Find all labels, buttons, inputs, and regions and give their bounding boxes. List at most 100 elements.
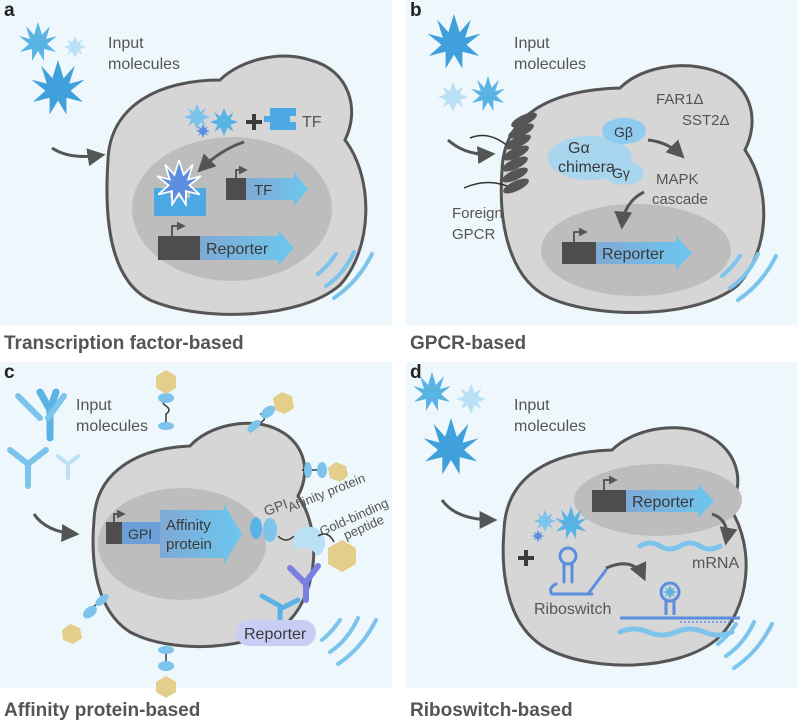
input-label-line2: molecules <box>108 56 180 73</box>
g-beta-subunit <box>602 118 646 144</box>
tf-bound-icon <box>154 188 206 216</box>
mrna-strand <box>637 540 723 552</box>
riboswitch-label: Riboswitch <box>534 601 611 618</box>
promoter-arrow <box>171 221 186 236</box>
panel-a: a Input molecules TF TF Reporter Transcr… <box>0 0 392 354</box>
panel-a-letter: a <box>4 0 15 21</box>
binding-arrow <box>605 561 647 582</box>
reporter-label: Reporter <box>206 241 269 258</box>
mapk-label-line1: MAPK <box>656 171 699 188</box>
gpi-anchor <box>263 518 277 542</box>
input-label-line1: Input <box>514 35 550 52</box>
reporter-label: Reporter <box>632 494 695 511</box>
reporter-pill <box>236 620 316 646</box>
g-alpha-label: Gα <box>568 140 590 157</box>
antibody-icon <box>15 388 67 442</box>
antibody-icon <box>56 454 80 480</box>
signal-wave-icon <box>716 622 738 646</box>
input-arrow <box>32 513 80 543</box>
plus-icon <box>518 550 534 566</box>
reporter-gene-arrow <box>596 236 692 270</box>
reporter-label: Reporter <box>244 626 307 643</box>
g-beta-label: Gβ <box>614 124 633 140</box>
panel-c: c Input molecules GPI Affinity protein <box>0 362 392 721</box>
gpi-gene-label: GPI <box>128 526 152 542</box>
promoter-box <box>106 522 122 544</box>
affinity-gene-arrow <box>160 504 242 564</box>
riboswitch-icon <box>549 546 608 596</box>
bound-riboswitch-icon <box>617 581 740 638</box>
signal-wave-icon <box>720 254 742 278</box>
panel-c-caption: Affinity protein-based <box>4 700 200 721</box>
surface-display-unit <box>156 370 176 430</box>
antibody-icon <box>7 447 49 489</box>
promoter-box <box>226 178 246 200</box>
panel-a-caption: Transcription factor-based <box>4 333 244 354</box>
promoter-box <box>158 236 200 260</box>
surface-display-unit <box>156 646 176 698</box>
signal-wave-icon <box>728 252 760 290</box>
gpcr-helices-icon <box>502 112 537 194</box>
promoter-arrow <box>603 475 618 490</box>
input-arrow <box>440 499 498 529</box>
signal-wave-icon <box>724 620 756 658</box>
surface-display-unit <box>247 392 294 433</box>
mapk-arrow <box>647 138 685 159</box>
signal-wave-icon <box>324 250 356 288</box>
surface-display-unit <box>62 594 109 644</box>
mrna-label: mRNA <box>692 555 739 572</box>
reporter-label: Reporter <box>602 246 665 263</box>
affinity-gene-line2: protein <box>166 536 212 553</box>
tf-label: TF <box>302 114 322 131</box>
panel-c-letter: c <box>4 362 15 383</box>
tf-gene-arrow <box>246 172 308 206</box>
signal-wave-icon <box>336 618 378 666</box>
promoter-arrow <box>235 165 248 178</box>
input-label-line1: Input <box>108 35 144 52</box>
signal-wave-icon <box>316 252 338 276</box>
tf-protein-icon <box>264 108 296 130</box>
input-molecule-star-icon <box>438 82 468 112</box>
mapk-label-line2: cascade <box>652 191 708 208</box>
signal-wave-icon <box>736 254 778 302</box>
input-label-line1: Input <box>76 397 112 414</box>
promoter-box <box>592 490 626 512</box>
g-gamma-subunit <box>604 161 644 185</box>
sst2-label: SST2Δ <box>682 112 730 129</box>
panel-b-caption: GPCR-based <box>410 333 526 354</box>
foreign-gpcr-line1: Foreign <box>452 205 503 222</box>
linker <box>277 535 295 541</box>
input-label-line2: molecules <box>514 56 586 73</box>
foreign-gpcr-line2: GPCR <box>452 226 496 243</box>
nucleus-signal-arrow <box>614 190 645 230</box>
input-arrow <box>51 146 106 167</box>
linker <box>317 533 335 543</box>
gold-binding-peptide-icon <box>328 540 356 572</box>
surface-display-unit <box>302 462 348 482</box>
far1-label: FAR1Δ <box>656 91 704 108</box>
chimera-label: chimera <box>558 159 615 176</box>
signal-wave-icon <box>732 622 774 670</box>
signal-wave-icon <box>320 618 342 642</box>
input-label-line1: Input <box>514 397 550 414</box>
affinity-gene-line1: Affinity <box>166 517 211 534</box>
gpi-gene-box <box>122 522 160 544</box>
input-label-line2: molecules <box>76 418 148 435</box>
input-label-line2: molecules <box>514 418 586 435</box>
plus-icon <box>246 114 262 130</box>
panel-b-letter: b <box>410 0 422 21</box>
affinity-protein-icon <box>293 526 326 556</box>
reporter-gene-arrow <box>200 230 294 266</box>
gpi-anchor <box>250 517 262 539</box>
tf-binding-arrow <box>197 140 245 173</box>
input-molecule-star-icon <box>456 384 486 414</box>
input-arrow <box>447 138 496 165</box>
signal-wave-icon <box>332 252 374 300</box>
signal-wave-icon <box>328 616 360 654</box>
promoter-arrow <box>573 227 588 242</box>
panel-b: b Input molecules Gβ Gα chimera Gγ FAR1Δ… <box>406 0 797 354</box>
panel-d-letter: d <box>410 362 422 383</box>
gpi-label: GPI <box>262 496 290 519</box>
reporter-antibody-icon <box>259 563 321 625</box>
